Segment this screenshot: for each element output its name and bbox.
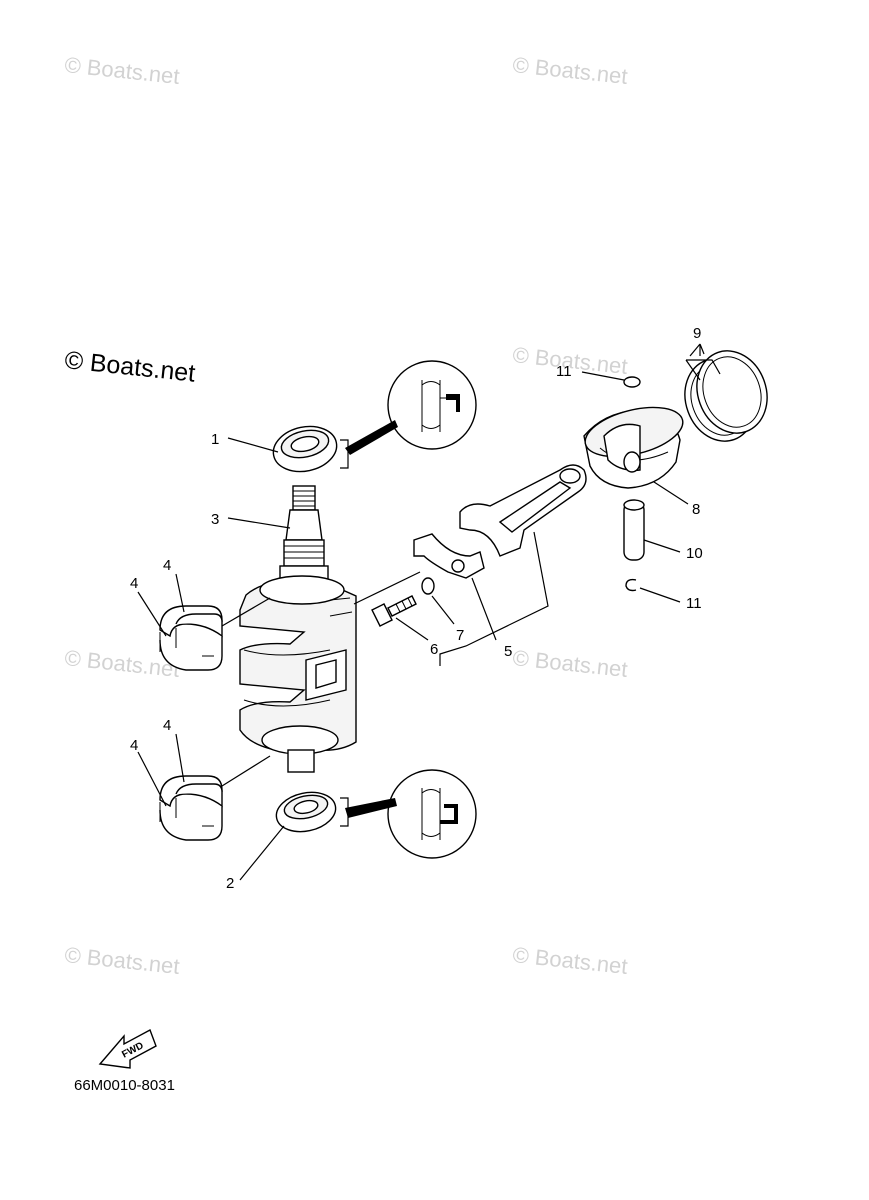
detail-pointer-top	[345, 420, 398, 455]
callout-11-bottom: 11	[686, 595, 702, 612]
leader-lines	[137, 343, 721, 881]
bearing-upper-pair	[159, 605, 223, 671]
watermark-lower-right: © Boats.net	[511, 645, 628, 682]
callout-6: 6	[430, 641, 438, 658]
callout-8: 8	[692, 501, 700, 518]
connecting-rod	[413, 464, 587, 579]
watermark-bottom-right: © Boats.net	[511, 942, 628, 979]
callout-2: 2	[226, 875, 234, 892]
diagram-part-code: 66M0010-8031	[74, 1077, 175, 1094]
watermark-top-left: © Boats.net	[63, 52, 180, 89]
forward-arrow-icon	[98, 1029, 157, 1069]
callout-9: 9	[693, 325, 701, 342]
piston	[583, 406, 684, 489]
callout-4-upper-right: 4	[163, 557, 171, 574]
detail-pointer-bottom	[345, 798, 397, 818]
callout-11-top: 11	[556, 363, 572, 380]
callout-4-upper-left: 4	[130, 575, 138, 592]
bracket-seal-1	[340, 439, 349, 469]
oil-seal-2	[275, 791, 337, 833]
callout-5: 5	[504, 643, 512, 660]
callout-3: 3	[211, 511, 219, 528]
seal-detail-top	[387, 360, 477, 450]
seal-detail-bottom	[387, 769, 477, 859]
piston-pin-clip-top	[623, 376, 641, 388]
watermark-main: © Boats.net	[63, 346, 196, 388]
piston-pin-clip-bottom	[625, 578, 637, 592]
connecting-rod-bolt	[371, 595, 417, 627]
oil-seal-1	[272, 425, 338, 473]
bracket-seal-2	[340, 797, 349, 827]
piston-pin	[623, 499, 645, 561]
crankshaft	[239, 485, 357, 773]
callout-1: 1	[211, 431, 219, 448]
piston-rings	[684, 350, 768, 442]
bearing-lower-pair	[159, 775, 223, 841]
watermark-top-right: © Boats.net	[511, 52, 628, 89]
washer	[421, 577, 435, 595]
watermark-bottom-left: © Boats.net	[63, 942, 180, 979]
callout-7: 7	[456, 627, 464, 644]
callout-4-lower-right: 4	[163, 717, 171, 734]
callout-4-lower-left: 4	[130, 737, 138, 754]
callout-10: 10	[686, 545, 703, 562]
